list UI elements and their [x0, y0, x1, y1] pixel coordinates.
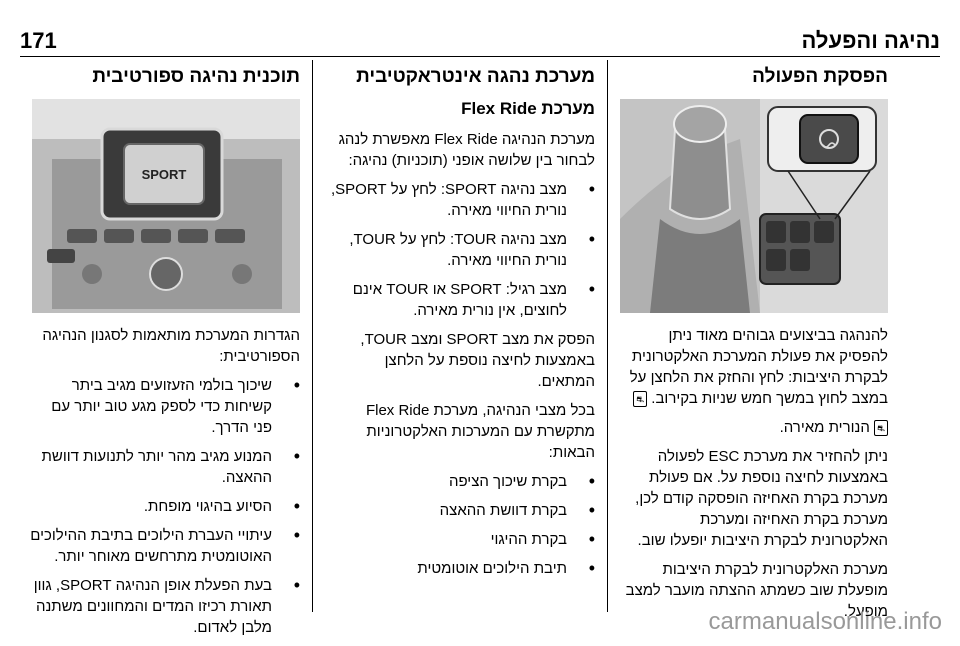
- center-console-illustration: [620, 98, 888, 313]
- sport-button-figure: SPORT: [32, 98, 300, 313]
- list-item: מצב רגיל: SPORT או TOUR אינם לחוצים, אין…: [325, 279, 595, 321]
- indicator-paragraph: ⛐ הנורית מאירה.: [620, 417, 888, 438]
- flex-ride-intro: מערכת הנהיגה Flex Ride מאפשרת לנהג לבחור…: [338, 131, 595, 170]
- subheading-flex-ride: מערכת Flex Ride: [461, 98, 595, 118]
- systems-list: בקרת שיכוך הציפה בקרת דוושת ההאצה בקרת ה…: [325, 471, 595, 579]
- list-item: מצב נהיגה TOUR: לחץ על TOUR, נורית החיוו…: [325, 229, 595, 271]
- deactivation-text: להנהגה בביצועים גבוהים מאוד ניתן להפסיק …: [629, 326, 888, 407]
- systems-intro: בכל מצבי הנהיגה, מערכת Flex Ride מתקשרת …: [365, 402, 595, 462]
- dashboard-illustration: SPORT: [32, 98, 300, 313]
- deactivation-paragraph: להנהגה בביצועים גבוהים מאוד ניתן להפסיק …: [620, 325, 888, 409]
- column-sport-mode: תוכנית נהיגה ספורטיבית SPORT הגדרות המער…: [30, 60, 300, 646]
- sport-intro: הגדרות המערכת מותאמות לסגנון הנהיגה הספו…: [42, 326, 300, 365]
- esc-off-icon: ⛐: [633, 390, 648, 407]
- list-item: בקרת שיכוך הציפה: [325, 471, 595, 492]
- esc-off-icon: ⛐: [874, 419, 888, 436]
- esc-button-figure: [620, 98, 888, 313]
- column-divider: [607, 60, 608, 612]
- list-item: מצב נהיגה SPORT: לחץ על SPORT, נורית החי…: [325, 179, 595, 221]
- watermark: carmanualsonline.info: [708, 608, 942, 635]
- section-heading-sport: תוכנית נהיגה ספורטיבית: [92, 66, 300, 87]
- header-rule: [20, 56, 940, 57]
- section-heading-deactivation: הפסקת הפעולה: [752, 66, 888, 87]
- column-divider: [312, 60, 313, 612]
- column-flex-ride: מערכת נהגה אינטראקטיבית מערכת Flex Ride …: [325, 60, 595, 587]
- list-item: בקרת דוושת ההאצה: [325, 500, 595, 521]
- ignition-paragraph: מערכת האלקטרונית לבקרת היציבות מופעלת שו…: [625, 560, 888, 620]
- sport-effects-list: שיכוך בולמי הזעזועים מגיב ביתר קשיחות כד…: [30, 375, 300, 638]
- indicator-text: הנורית מאירה.: [779, 418, 870, 436]
- list-item: עיתויי העברת הילוכים בתיבת ההילוכים האוט…: [30, 525, 300, 567]
- page-header: 171 נהיגה והפעלה: [0, 0, 960, 57]
- deactivate-paragraph: הפסק את מצב SPORT ומצב TOUR, באמצעות לחי…: [360, 331, 595, 391]
- sport-button-label: SPORT: [142, 167, 187, 182]
- list-item: תיבת הילוכים אוטומטית: [325, 558, 595, 579]
- column-deactivation: הפסקת הפעולה להנהגה בביצועים גבוהים מאוד…: [620, 60, 888, 630]
- list-item: בעת הפעלת אופן הנהיגה SPORT, גוון תאורת …: [30, 575, 300, 638]
- list-item: המנוע מגיב מהר יותר לתנועות דוושת ההאצה.: [30, 446, 300, 488]
- list-item: הסיוע בהיגוי מופחת.: [30, 496, 300, 517]
- page-number: 171: [20, 28, 57, 53]
- section-heading-interactive: מערכת נהגה אינטראקטיבית: [356, 66, 595, 87]
- list-item: שיכוך בולמי הזעזועים מגיב ביתר קשיחות כד…: [30, 375, 300, 438]
- list-item: בקרת ההיגוי: [325, 529, 595, 550]
- running-title: נהיגה והפעלה: [801, 28, 940, 53]
- drive-modes-list: מצב נהיגה SPORT: לחץ על SPORT, נורית החי…: [325, 179, 595, 321]
- reactivation-paragraph: ניתן להחזיר את מערכת ESC לפעולה באמצעות …: [635, 447, 888, 549]
